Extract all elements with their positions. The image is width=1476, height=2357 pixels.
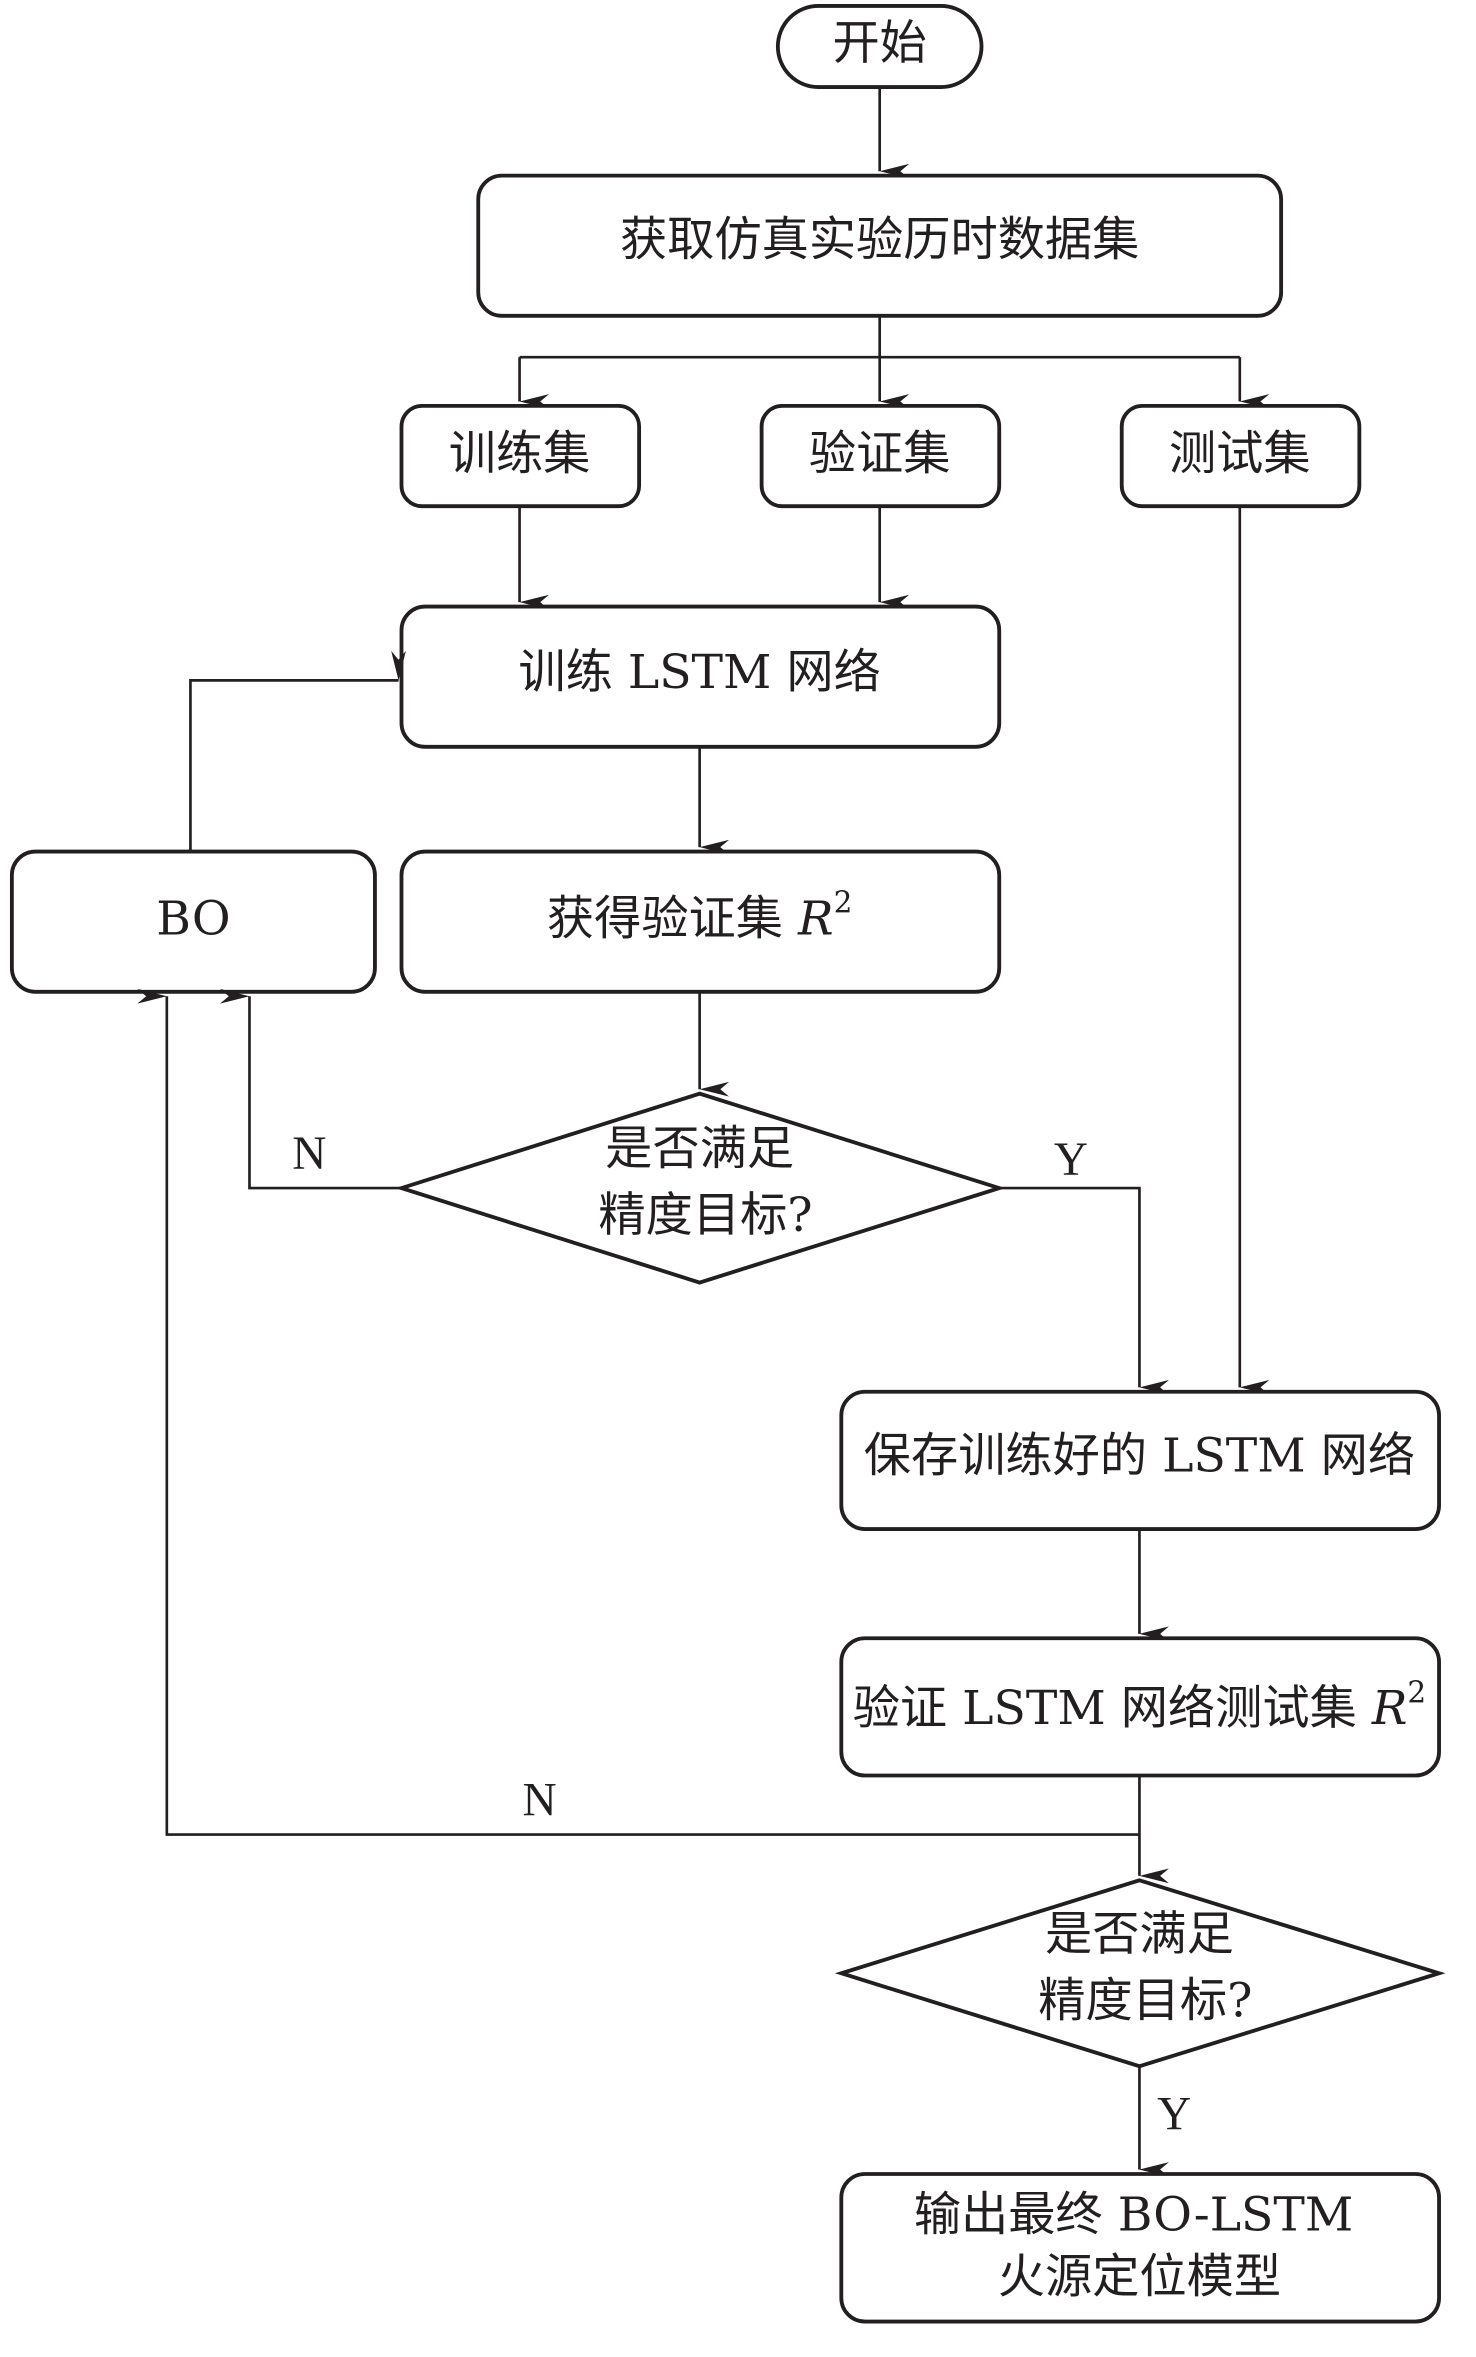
start-node: 开始 (775, 3, 984, 89)
decision1-node: 是否满足 精度目标? (395, 1091, 1006, 1285)
train-lstm-node: 训练 LSTM 网络 (399, 604, 1002, 749)
edge-decision2-no (137, 988, 1140, 1836)
output-line2: 火源定位模型 (998, 2249, 1281, 2304)
edge-branch (519, 315, 1240, 359)
decision2-no-label: N (523, 1774, 557, 1826)
start-label: 开始 (832, 16, 926, 71)
bo-label: BO (156, 891, 230, 946)
verify-test-r2-label: 验证 LSTM 网络测试集 R2 (853, 1675, 1426, 1736)
get-data-node: 获取仿真实验历时数据集 (476, 173, 1284, 318)
verify-test-r2-node: 验证 LSTM 网络测试集 R2 (839, 1636, 1441, 1778)
edge-decision1-no (219, 988, 402, 1190)
get-val-r2-node: 获得验证集 R2 (399, 849, 1002, 994)
test-set-label: 测试集 (1169, 427, 1311, 482)
train-lstm-label: 训练 LSTM 网络 (518, 645, 880, 700)
bo-node: BO (9, 849, 377, 994)
save-lstm-node: 保存训练好的 LSTM 网络 (839, 1389, 1441, 1531)
edge-decision1-yes (999, 1186, 1169, 1395)
decision2-node: 是否满足 精度目标? (834, 1878, 1446, 2069)
decision2-yes-label: Y (1157, 2089, 1191, 2141)
save-lstm-label: 保存训练好的 LSTM 网络 (864, 1429, 1415, 1484)
train-set-label: 训练集 (449, 427, 591, 482)
train-set-node: 训练集 (399, 403, 642, 509)
decision1-yes-label: Y (1054, 1134, 1088, 1186)
decision1-line1: 是否满足 (605, 1122, 794, 1177)
get-val-r2-label: 获得验证集 R2 (547, 886, 852, 947)
val-set-node: 验证集 (759, 403, 1002, 509)
decision2-line1: 是否满足 (1045, 1907, 1234, 1962)
output-node: 输出最终 BO-LSTM 火源定位模型 (839, 2172, 1441, 2324)
edge-bo-to-train (189, 650, 406, 852)
output-line1: 输出最终 BO-LSTM (914, 2187, 1353, 2242)
decision1-line2: 精度目标? (598, 1188, 812, 1243)
val-set-label: 验证集 (809, 427, 951, 482)
get-data-label: 获取仿真实验历时数据集 (620, 213, 1139, 268)
decision2-line2: 精度目标? (1038, 1973, 1252, 2028)
decision1-no-label: N (292, 1128, 326, 1180)
test-set-node: 测试集 (1119, 403, 1362, 509)
